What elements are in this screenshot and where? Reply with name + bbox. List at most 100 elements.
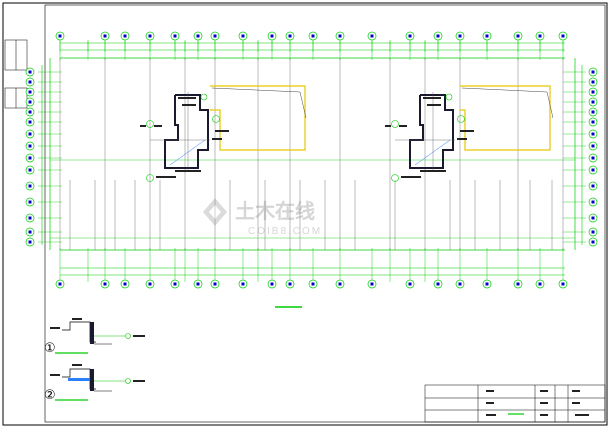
detail-2-wall [90, 369, 94, 391]
axis-bubble-right-12-label [591, 216, 595, 220]
axis-bubble-bottom-16-label [485, 282, 489, 286]
axis-bubble-left-2-label [28, 90, 32, 94]
axis-bubble-top-8-label [270, 34, 274, 38]
axis-bubble-bottom-8-label [270, 282, 274, 286]
detail-2-callout [125, 378, 131, 384]
roof-outline-right [460, 85, 551, 151]
watermark-text: 土木在线 [235, 199, 315, 223]
top-axis-bubbles [55, 31, 568, 41]
axis-bubble-right-11-label [591, 200, 595, 204]
section-marker-left-a [146, 120, 154, 128]
detail-1: ① [44, 318, 145, 356]
axis-bubble-top-3-label [148, 34, 152, 38]
axis-bubble-top-11-label [338, 34, 342, 38]
axis-bubble-right-10-label [591, 184, 595, 188]
axis-bubble-left-4-label [28, 110, 32, 114]
core-annotation-left [140, 97, 229, 178]
detail-1-number: ① [44, 341, 56, 356]
axis-bubble-top-2-label [123, 34, 127, 38]
axis-bubble-bottom-1-label [103, 282, 107, 286]
vertical-grid-lines [59, 40, 564, 282]
axis-bubble-right-5-label [591, 120, 595, 124]
axis-bubble-top-7-label [241, 34, 245, 38]
top-dimension-chain [60, 42, 565, 51]
axis-bubble-top-17-label [516, 34, 520, 38]
axis-bubble-top-10-label [311, 34, 315, 38]
stair-core-left [164, 94, 209, 169]
roof-slope-left [211, 87, 307, 119]
axis-bubble-bottom-2-label [123, 282, 127, 286]
axis-bubble-left-8-label [28, 156, 32, 160]
left-axis-bubbles [25, 67, 35, 247]
axis-bubble-left-0-label [28, 70, 32, 74]
axis-bubble-top-9-label [288, 34, 292, 38]
axis-bubble-right-8-label [591, 156, 595, 160]
axis-bubble-top-13-label [408, 34, 412, 38]
roof-slope-right [461, 87, 554, 119]
binding-margin [4, 39, 28, 109]
section-marker-left-d [200, 93, 208, 101]
axis-bubble-bottom-19-label [561, 282, 565, 286]
axis-bubble-bottom-15-label [458, 282, 462, 286]
stair-core-right [409, 94, 454, 169]
axis-bubble-bottom-13-label [408, 282, 412, 286]
detail-1-label-b [72, 318, 82, 320]
axis-bubble-left-6-label [28, 132, 32, 136]
axis-bubble-bottom-4-label [173, 282, 177, 286]
axis-bubble-left-1-label [28, 80, 32, 84]
section-marker-left-b [212, 115, 220, 123]
axis-bubble-bottom-17-label [516, 282, 520, 286]
axis-bubble-top-12-label [370, 34, 374, 38]
detail-2: ② [44, 364, 145, 403]
axis-bubble-bottom-0-label [58, 282, 62, 286]
core-unit-right [385, 85, 554, 182]
axis-bubble-left-11-label [28, 200, 32, 204]
axis-bubble-top-1-label [103, 34, 107, 38]
title-block [424, 384, 606, 423]
sheet-inner-frame [44, 4, 606, 423]
axis-bubble-left-10-label [28, 184, 32, 188]
axis-bubble-left-5-label [28, 120, 32, 124]
detail-1-note [133, 335, 145, 337]
axis-bubble-top-16-label [485, 34, 489, 38]
watermark-logo [203, 198, 227, 226]
axis-bubble-right-9-label [591, 168, 595, 172]
axis-bubble-bottom-5-label [196, 282, 200, 286]
top-dimension-ticks [59, 41, 564, 52]
stair-diagonal-right [414, 139, 451, 166]
axis-bubble-top-14-label [436, 34, 440, 38]
watermark-subtext: COIB8.COM [248, 226, 322, 237]
axis-bubble-right-1-label [591, 80, 595, 84]
sheet-frame [2, 2, 608, 426]
detail-1-label-a [50, 327, 60, 329]
detail-2-number: ② [44, 388, 56, 403]
axis-bubble-bottom-3-label [148, 282, 152, 286]
watermark: 土木在线 COIB8.COM [203, 198, 322, 237]
axis-bubble-top-6-label [213, 34, 217, 38]
right-axis-bubbles [588, 67, 598, 247]
axis-bubble-left-13-label [28, 230, 32, 234]
detail-2-label-b [72, 364, 82, 366]
detail-2-insulation [68, 378, 90, 381]
section-marker-right-c [391, 174, 399, 182]
axis-bubble-top-18-label [538, 34, 542, 38]
detail-2-label-a [50, 374, 60, 376]
core-unit-left [140, 85, 307, 182]
axis-bubble-top-4-label [173, 34, 177, 38]
axis-bubble-right-0-label [591, 70, 595, 74]
axis-bubble-left-9-label [28, 168, 32, 172]
section-marker-right-d [445, 93, 453, 101]
detail-1-callout [125, 333, 131, 339]
axis-bubble-bottom-12-label [370, 282, 374, 286]
detail-2-note [133, 380, 145, 382]
axis-bubble-right-4-label [591, 110, 595, 114]
section-marker-right-a [391, 120, 399, 128]
axis-bubble-bottom-6-label [213, 282, 217, 286]
axis-bubble-right-6-label [591, 132, 595, 136]
axis-bubble-right-3-label [591, 100, 595, 104]
axis-bubble-right-13-label [591, 230, 595, 234]
axis-bubble-right-7-label [591, 144, 595, 148]
horizontal-grid-lines [38, 71, 586, 243]
axis-bubble-top-5-label [196, 34, 200, 38]
